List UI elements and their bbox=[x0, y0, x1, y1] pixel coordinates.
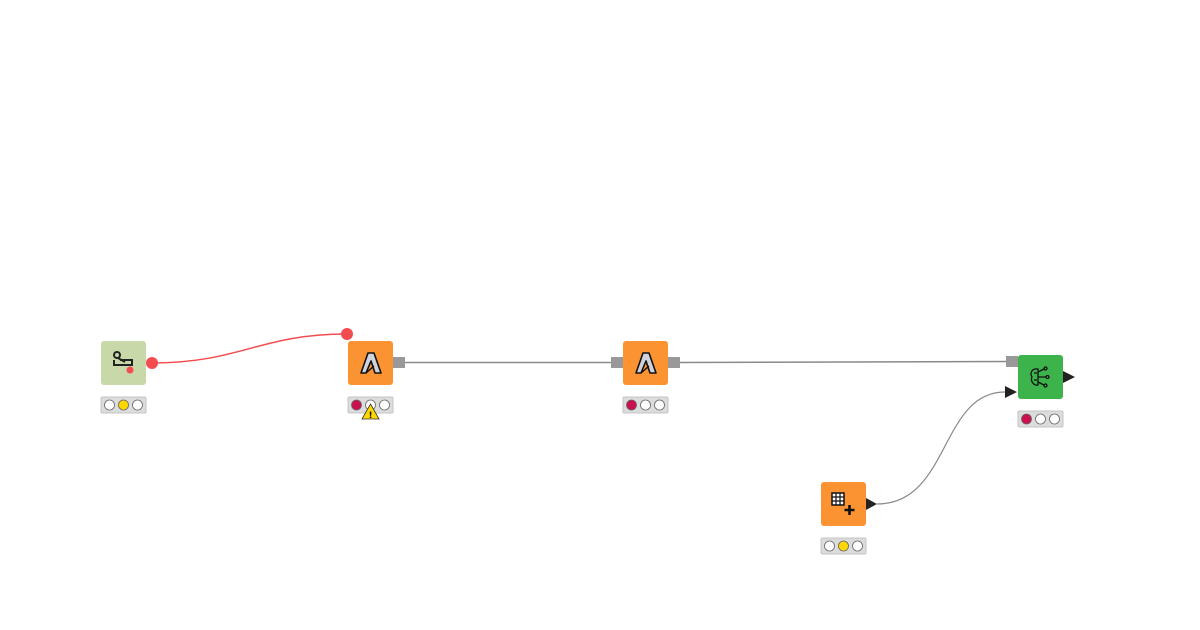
status-light-green bbox=[1049, 413, 1060, 425]
output-port-triangle[interactable] bbox=[1063, 371, 1075, 383]
error-port-dot bbox=[126, 366, 134, 374]
node-azure-1[interactable]: ! bbox=[347, 341, 405, 421]
azure-icon bbox=[635, 352, 657, 374]
status-light-yellow bbox=[838, 540, 849, 552]
database-connector-icon bbox=[113, 351, 133, 366]
status-light-green bbox=[379, 399, 390, 411]
brain-network-icon bbox=[1030, 366, 1050, 388]
status-light-red bbox=[104, 399, 115, 411]
table-add-icon bbox=[831, 492, 855, 515]
status-light-green bbox=[654, 399, 665, 411]
input-port[interactable] bbox=[611, 357, 623, 368]
warning-icon[interactable]: ! bbox=[361, 403, 380, 421]
connection-n5-n4[interactable] bbox=[876, 391, 1006, 505]
status-light-yellow bbox=[1035, 413, 1046, 425]
status-traffic-light bbox=[622, 396, 669, 414]
node-azure-2[interactable] bbox=[611, 341, 680, 414]
status-traffic-light bbox=[1017, 410, 1064, 428]
status-light-green bbox=[132, 399, 143, 411]
azure-icon bbox=[360, 352, 382, 374]
svg-text:!: ! bbox=[368, 411, 372, 421]
status-light-yellow bbox=[118, 399, 129, 411]
input-port-n2[interactable] bbox=[341, 328, 353, 340]
status-traffic-light bbox=[100, 396, 147, 414]
status-light-red bbox=[626, 399, 637, 411]
status-light-green bbox=[852, 540, 863, 552]
input-port[interactable] bbox=[1006, 356, 1018, 367]
node-learner[interactable] bbox=[1005, 355, 1075, 428]
status-light-red bbox=[351, 399, 362, 411]
output-port[interactable] bbox=[668, 357, 680, 368]
output-port[interactable] bbox=[146, 357, 158, 369]
node-table-creator[interactable] bbox=[820, 482, 877, 555]
status-light-red bbox=[824, 540, 835, 552]
connection-n1-n2[interactable] bbox=[151, 333, 348, 364]
output-port[interactable] bbox=[393, 357, 405, 368]
status-light-yellow bbox=[640, 399, 651, 411]
output-port-triangle[interactable] bbox=[866, 498, 877, 510]
input-port-triangle[interactable] bbox=[1005, 386, 1017, 398]
status-light-red bbox=[1021, 413, 1032, 425]
node-database-connector[interactable] bbox=[100, 341, 158, 414]
status-traffic-light bbox=[820, 537, 867, 555]
connection-n3-n4[interactable] bbox=[679, 360, 1007, 364]
